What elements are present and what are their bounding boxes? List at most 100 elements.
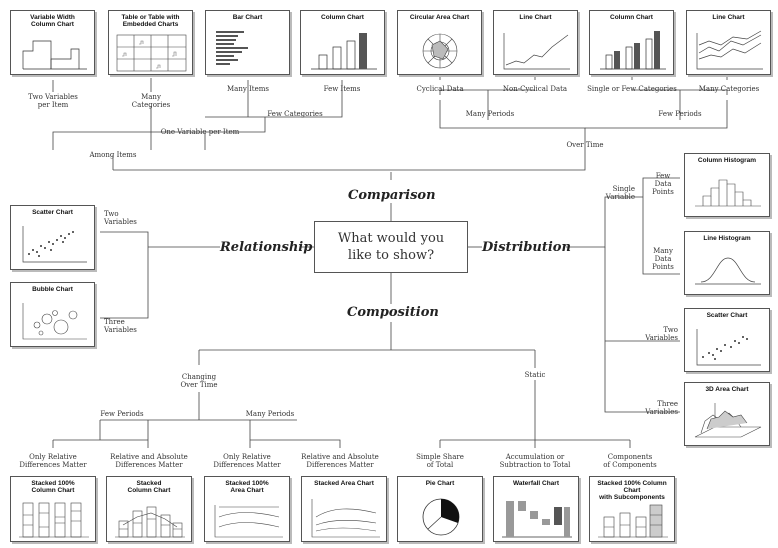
label-many-periods: Many Periods [465, 110, 515, 118]
pie-chart-card[interactable]: Pie Chart [397, 476, 483, 542]
label-few-items: Few Items [323, 85, 361, 93]
3d-area-chart-card[interactable]: 3D Area Chart [684, 382, 770, 446]
card-title: Bubble Chart [32, 286, 73, 293]
card-title: Bar Chart [232, 14, 263, 21]
column-chart-card[interactable]: Column Chart [300, 10, 385, 75]
label-among-items: Among Items [89, 151, 137, 159]
stacked-100-area-thumbnail [214, 505, 283, 538]
stacked-100-column-chart-card[interactable]: Stacked 100%Column Chart [10, 476, 96, 542]
card-title: Stacked Area Chart [314, 480, 374, 487]
table-thumbnail [116, 34, 187, 72]
category-relationship: Relationship [220, 240, 313, 255]
column-chart-thumbnail-2 [600, 31, 666, 70]
label-few-categories: Few Categories [267, 110, 323, 118]
card-title: Line Chart [712, 14, 745, 21]
card-title: 3D Area Chart [705, 386, 749, 393]
circular-area-chart-card[interactable]: Circular Area Chart [397, 10, 482, 75]
column-histogram-thumbnail [695, 179, 761, 207]
waterfall-chart-card[interactable]: Waterfall Chart [493, 476, 579, 542]
center-question-box: What would you like to show? [314, 221, 468, 273]
stacked-subcomponents-thumbnail [598, 504, 668, 538]
category-distribution: Distribution [482, 240, 571, 255]
label-few-periods: Few Periods [100, 410, 144, 418]
bubble-chart-card[interactable]: Bubble Chart [10, 282, 95, 347]
label-many-items: Many Items [227, 85, 269, 93]
center-question-line1: What would you [337, 231, 445, 246]
variable-width-column-thumbnail [22, 40, 87, 70]
stacked-100-area-chart-card[interactable]: Stacked 100%Area Chart [204, 476, 290, 542]
line-histogram-thumbnail [695, 257, 761, 285]
card-title: Stacked 100%Column Chart [31, 480, 75, 494]
label-few-periods-top: Few Periods [658, 110, 702, 118]
card-title: Pie Chart [425, 480, 455, 487]
category-composition: Composition [347, 305, 439, 320]
card-title: Scatter Chart [706, 312, 748, 319]
line-chart-thumbnail [503, 33, 570, 70]
scatter-chart-relationship-card[interactable]: Scatter Chart [10, 205, 95, 270]
stacked-column-thumbnail [115, 506, 185, 538]
stacked-area-chart-card[interactable]: Stacked Area Chart [301, 476, 387, 542]
category-comparison: Comparison [348, 188, 436, 203]
bar-chart-thumbnail [216, 31, 248, 65]
label-many-periods-2: Many Periods [245, 410, 295, 418]
scatter-thumbnail [22, 226, 87, 263]
card-title: Column Chart [610, 14, 653, 21]
3d-area-thumbnail [694, 403, 762, 438]
waterfall-thumbnail [502, 501, 572, 538]
line-chart-card-1[interactable]: Line Chart [493, 10, 578, 75]
label-cyclical-data: Cyclical Data [416, 85, 464, 93]
card-title: Column Chart [321, 14, 364, 21]
bar-chart-card[interactable]: Bar Chart [205, 10, 290, 75]
stacked-100-column-thumbnail [19, 502, 89, 538]
label-static: Static [524, 371, 546, 379]
column-chart-thumbnail [311, 33, 377, 70]
label-non-cyclical-data: Non-Cyclical Data [502, 85, 568, 93]
line-histogram-card[interactable]: Line Histogram [684, 231, 770, 295]
label-over-time: Over Time [566, 141, 604, 149]
card-title: Column Histogram [697, 157, 757, 164]
bubble-thumbnail [22, 303, 87, 340]
card-title: Scatter Chart [32, 209, 73, 216]
scatter-chart-distribution-card[interactable]: Scatter Chart [684, 308, 770, 372]
label-single-or-few-categories: Single or Few Categories [587, 85, 677, 93]
label-one-variable-per-item: One Variable per Item [160, 128, 240, 136]
card-title: Line Chart [519, 14, 552, 21]
multi-line-chart-thumbnail [696, 30, 763, 70]
card-title: Stacked 100%Area Chart [225, 480, 269, 494]
pie-thumbnail [422, 498, 460, 536]
label-many-categories-2: Many Categories [698, 85, 760, 93]
line-chart-card-2[interactable]: Line Chart [686, 10, 771, 75]
scatter-thumbnail-2 [696, 329, 761, 366]
circular-area-thumbnail [422, 33, 458, 69]
card-title: Line Histogram [703, 235, 751, 242]
column-histogram-card[interactable]: Column Histogram [684, 153, 770, 217]
column-chart-card-2[interactable]: Column Chart [589, 10, 674, 75]
